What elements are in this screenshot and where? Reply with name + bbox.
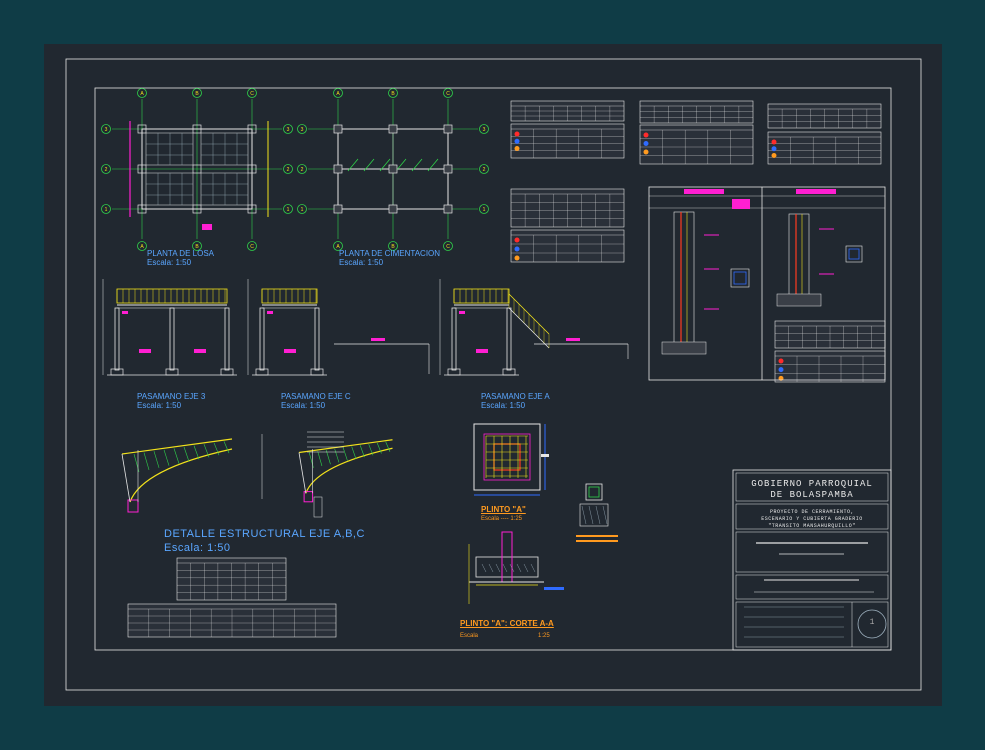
schedule-table-5	[767, 103, 882, 129]
pasamano-eje-c-elevation	[247, 279, 327, 376]
plinto-title: PLINTO "A"	[481, 505, 526, 514]
schedule-table-10	[774, 350, 886, 383]
pasamano-c-title: PASAMANO EJE C	[281, 392, 351, 401]
schedule-table-4	[639, 124, 754, 165]
schedule-table-3	[639, 100, 754, 124]
planta-losa-scale: Escala: 1:50	[147, 258, 192, 267]
plinto-plan	[473, 423, 549, 496]
svg-text:C: C	[446, 244, 450, 250]
planta-cimentacion-title: PLANTA DE CIMENTACION	[339, 249, 441, 258]
svg-text:A: A	[140, 91, 144, 97]
schedule-table-6	[767, 131, 882, 165]
svg-text:3: 3	[105, 127, 108, 133]
detalle-estructural-truss-2	[298, 439, 393, 503]
svg-text:A: A	[140, 244, 144, 250]
plinto-corte-title: PLINTO "A": CORTE A-A	[460, 619, 554, 628]
schedule-table-11	[176, 557, 287, 601]
svg-text:B: B	[195, 244, 199, 250]
svg-text:3: 3	[483, 127, 486, 133]
svg-text:B: B	[195, 91, 199, 97]
svg-text:C: C	[446, 91, 450, 97]
pasamano-link-lines	[334, 338, 629, 374]
pasamano-eje-a-elevation	[439, 279, 550, 376]
svg-text:2: 2	[483, 167, 486, 173]
title-block-owner-line2: DE BOLASPAMBA	[770, 490, 854, 500]
svg-text:2: 2	[301, 167, 304, 173]
svg-text:A: A	[336, 244, 340, 250]
title-block-sheet-number: 1	[869, 618, 875, 627]
title-block	[732, 469, 892, 651]
schedule-table-12	[127, 603, 337, 638]
svg-text:A: A	[336, 91, 340, 97]
pasamano-eje-3-elevation	[102, 279, 237, 376]
schedule-table-7	[510, 188, 625, 228]
svg-text:1: 1	[105, 207, 108, 213]
schedule-table-1	[510, 100, 625, 122]
plinto-scale: Escala ---- 1:25	[481, 516, 523, 522]
svg-text:1: 1	[483, 207, 486, 213]
svg-text:C: C	[250, 91, 254, 97]
planta-cimentacion-plan: A A B B C C 3 3 2 2 1 1	[297, 88, 489, 251]
pasamano-3-title: PASAMANO EJE 3	[137, 392, 206, 401]
detalle-dimension-lines	[261, 431, 344, 518]
svg-text:2: 2	[105, 167, 108, 173]
svg-text:1: 1	[287, 207, 290, 213]
planta-cimentacion-scale: Escala: 1:50	[339, 258, 384, 267]
pasamano-a-title: PASAMANO EJE A	[481, 392, 550, 401]
title-block-project-line2: ESCENARIO Y CUBIERTA GRADERIO	[761, 516, 863, 522]
plinto-corte-scale-right: 1:25	[538, 633, 550, 639]
plinto-corte-section	[468, 483, 618, 604]
detalle-estructural-truss-1	[121, 438, 233, 513]
pasamano-a-scale: Escala: 1:50	[481, 401, 526, 410]
planta-losa-title: PLANTA DE LOSA	[147, 249, 214, 258]
title-block-project-line1: PROYECTO DE CERRAMIENTO,	[769, 509, 854, 515]
schedule-table-2	[510, 123, 625, 159]
sheet-border	[65, 58, 922, 691]
schedule-table-9	[774, 320, 886, 349]
pasamano-c-scale: Escala: 1:50	[281, 401, 326, 410]
pasamano-3-scale: Escala: 1:50	[137, 401, 182, 410]
planta-losa-plan: A A B B C C 3 3 2 2 1 1	[101, 88, 293, 251]
detalle-title: DETALLE ESTRUCTURAL EJE A,B,C	[164, 528, 365, 540]
svg-text:3: 3	[301, 127, 304, 133]
svg-text:B: B	[391, 244, 395, 250]
svg-text:B: B	[391, 91, 395, 97]
title-block-owner-line1: GOBIERNO PARROQUIAL	[751, 479, 873, 489]
detalle-scale: Escala: 1:50	[164, 542, 231, 554]
title-block-project-line3: "TRANSITO MANSAHURQUILLO"	[768, 523, 856, 529]
column-detail-panel	[648, 186, 886, 381]
svg-text:1: 1	[301, 207, 304, 213]
svg-text:C: C	[250, 244, 254, 250]
schedule-table-8	[510, 229, 625, 263]
svg-text:2: 2	[287, 167, 290, 173]
plinto-corte-scale-left: Escala	[460, 633, 479, 639]
svg-text:3: 3	[287, 127, 290, 133]
